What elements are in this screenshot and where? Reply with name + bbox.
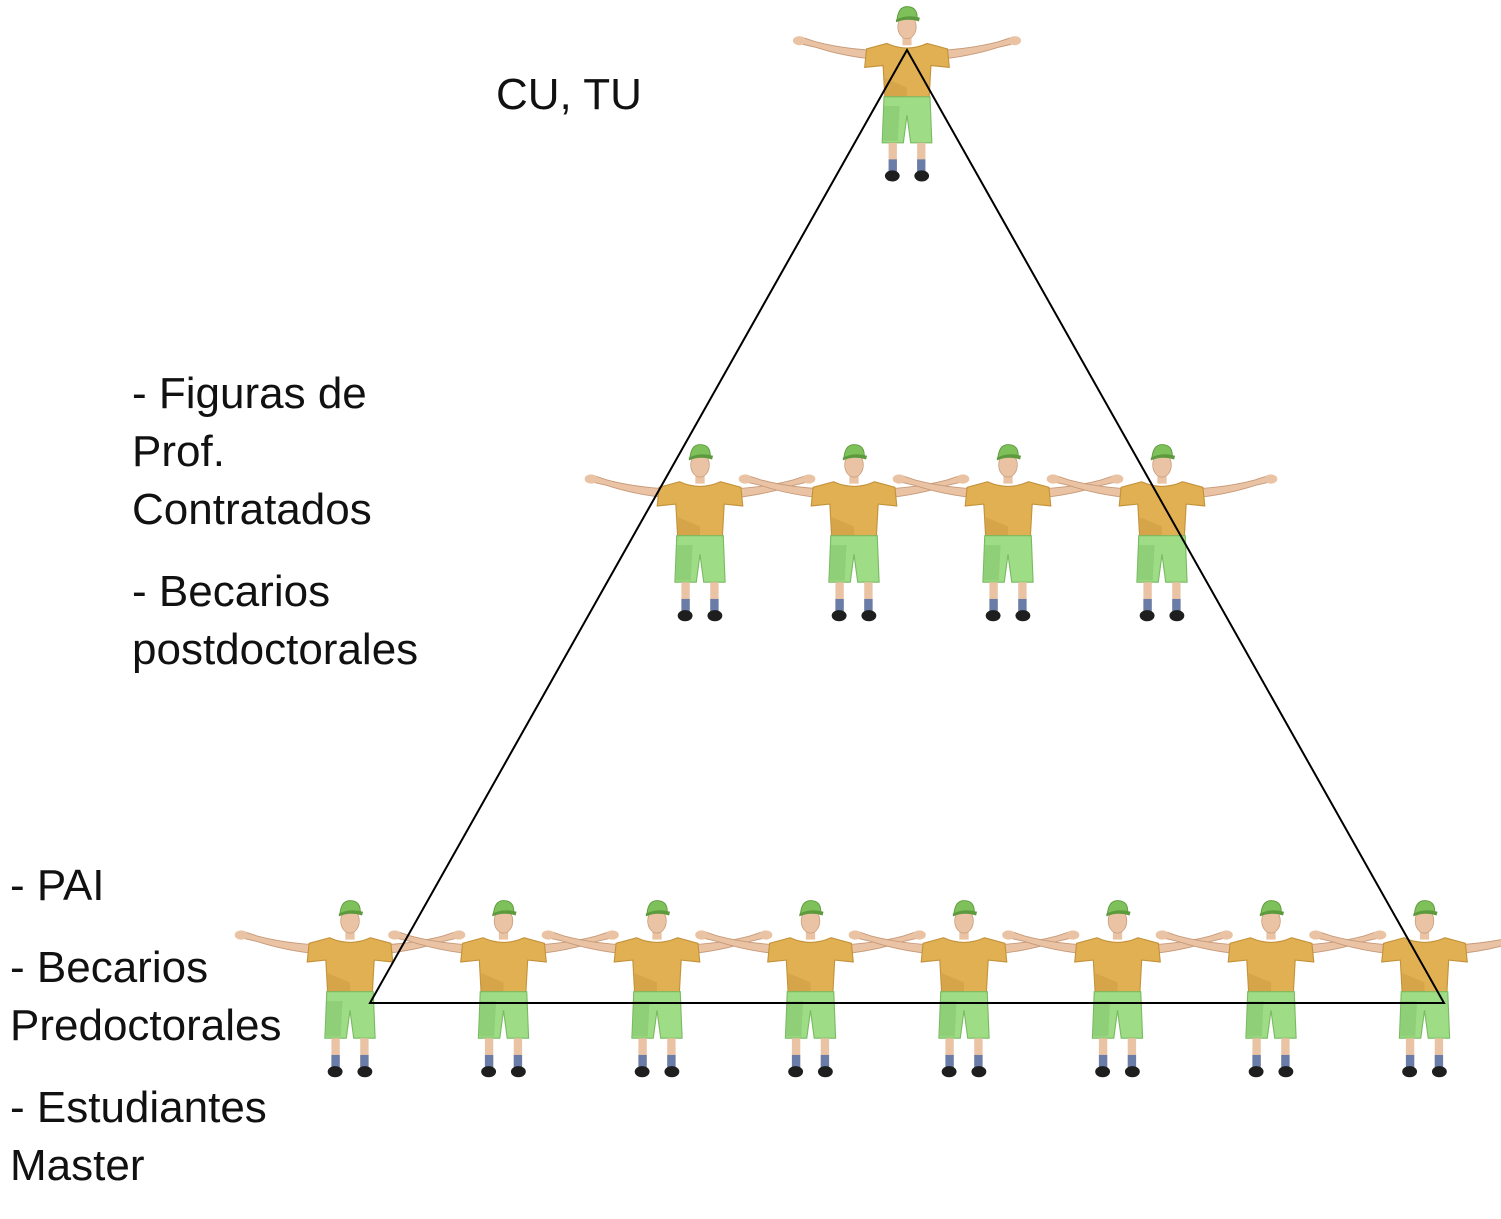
level-middle-labels: - Figuras de Prof. Contratados - Becario… [132,365,418,703]
person-figure [792,6,1022,182]
person-figure [738,444,970,622]
level-bottom-item: - Becarios Predoctorales [10,943,282,1050]
person-figure [1002,900,1233,1078]
pyramid-triangle [368,47,1446,1004]
person-figure [1155,900,1387,1078]
person-figure [892,444,1124,622]
pyramid-diagram: CU, TU - Figuras de Prof. Contratados - … [10,6,1501,1190]
figure-row-bottom [234,900,1501,1078]
figure-row-middle [584,444,1278,622]
person-figure [234,900,466,1078]
level-middle-item: - Figuras de Prof. Contratados [132,369,372,534]
level-bottom-item: - PAI [10,861,105,910]
person-figure [1046,444,1278,622]
level-top-labels: CU, TU [496,66,642,148]
figure-row-top [792,6,1022,182]
person-figure [1309,900,1501,1078]
person-figure [541,900,773,1078]
person-figure [848,900,1080,1078]
level-top-item: CU, TU [496,70,642,119]
pyramid-canvas [234,6,1501,1078]
level-bottom-item: - Estudiantes Master [10,1083,267,1190]
person-figure [695,900,926,1078]
level-middle-item: - Becarios postdoctorales [132,567,419,674]
person-figure [388,900,619,1078]
person-figure [584,444,816,622]
level-bottom-labels: - PAI - Becarios Predoctorales - Estudia… [10,857,281,1219]
